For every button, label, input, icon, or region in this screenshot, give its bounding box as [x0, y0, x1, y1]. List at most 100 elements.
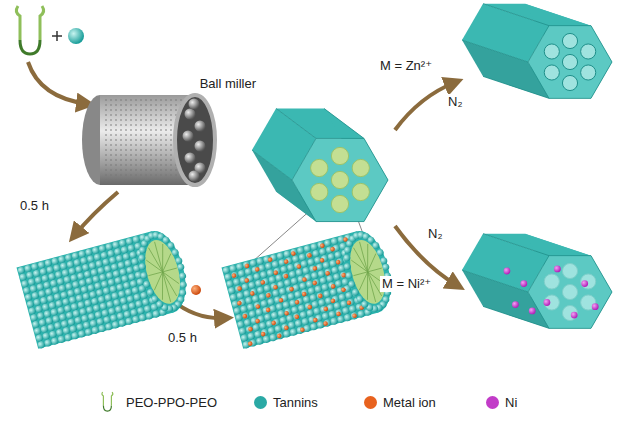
mill-perforation [120, 124, 122, 126]
tannin-ball [129, 279, 138, 288]
mill-perforation [135, 164, 137, 166]
mill-perforation [155, 149, 157, 151]
tannin-ball [333, 301, 342, 310]
core-strand [368, 272, 376, 302]
mill-perforation [170, 144, 172, 146]
metal-ion [312, 280, 318, 286]
tannin-ball [37, 261, 46, 270]
tannin-ball [32, 269, 41, 278]
tannin-ball [99, 302, 108, 311]
tannin-ball [129, 251, 138, 260]
tannin-ball [75, 265, 84, 274]
tannin-ball [135, 300, 144, 309]
tannin-ball [124, 259, 133, 268]
tannin-ball [30, 313, 39, 322]
core-strand [353, 272, 367, 276]
tannin-ball [87, 312, 96, 321]
mill-perforation [120, 114, 122, 116]
mill-perforation [125, 124, 127, 126]
mill-perforation [155, 169, 157, 171]
tannin-ball [52, 315, 61, 324]
core-strand [364, 254, 380, 272]
core-strand [351, 257, 367, 275]
tannin-ball [118, 239, 127, 248]
mill-perforation [105, 139, 107, 141]
mill-perforation [150, 149, 152, 151]
prism-edge [252, 150, 292, 180]
mill-perforation [125, 134, 127, 136]
core-strand [148, 272, 162, 276]
tannin-ball [253, 272, 262, 281]
tannin-ball [274, 325, 283, 334]
mill-perforation [150, 179, 152, 181]
mill-perforation [110, 174, 112, 176]
tannin-ball [84, 299, 93, 308]
tannin-ball [302, 266, 311, 275]
tannin-ball [323, 239, 332, 248]
mill-perforation [140, 159, 142, 161]
pore [562, 284, 577, 299]
mill-perforation [105, 159, 107, 161]
milling-ball [185, 153, 196, 164]
core-strand [156, 244, 170, 272]
mill-perforation [135, 139, 137, 141]
mill-perforation [155, 139, 157, 141]
mill-perforation [125, 174, 127, 176]
mill-perforation [140, 114, 142, 116]
mill-perforation [160, 164, 162, 166]
tannin-ball [53, 293, 62, 302]
tannin-ball [307, 258, 316, 267]
metal-ion [284, 325, 290, 331]
tannin-ball [82, 321, 91, 330]
mill-perforation [160, 174, 162, 176]
mill-perforation [165, 174, 167, 176]
tannin-ball [109, 285, 118, 294]
pore [581, 44, 596, 59]
mill-perforation [105, 149, 107, 151]
tannin-ball [248, 310, 257, 319]
metal-ion [255, 304, 261, 310]
core-strand [354, 246, 368, 274]
tannin-ball [40, 296, 49, 305]
tannin-ball [89, 319, 98, 328]
tannin-ball [336, 257, 345, 266]
mill-perforation [175, 174, 177, 176]
mill-perforation [150, 174, 152, 176]
mill-perforation [120, 134, 122, 136]
tannin-ball [17, 266, 26, 275]
tannin-ball [50, 337, 59, 346]
mill-perforation [115, 119, 117, 121]
tannin-ball [290, 248, 299, 257]
tannin-ball [293, 261, 302, 270]
mill-perforation [125, 114, 127, 116]
mill-perforation [170, 119, 172, 121]
tannin-ball [241, 283, 250, 292]
metal-ion [294, 299, 300, 305]
tannin-ball [70, 302, 79, 311]
mill-perforation [135, 159, 137, 161]
mill-perforation [120, 104, 122, 106]
mill-perforation [150, 104, 152, 106]
condition-label: N₂ [426, 226, 444, 242]
tannin-ball [67, 318, 76, 327]
mill-perforation [150, 154, 152, 156]
tannin-ball [298, 253, 307, 262]
metal-ion [336, 311, 342, 317]
tannin-ball [309, 265, 318, 274]
peo-block [40, 6, 44, 40]
tannin-ball [327, 252, 336, 261]
pore [544, 274, 559, 289]
tannin-ball [72, 309, 81, 318]
ni-particle [571, 312, 578, 319]
tannin-ball [59, 313, 68, 322]
mill-perforation [160, 114, 162, 116]
tannin-ball [337, 315, 346, 324]
tannin-ball [251, 265, 260, 274]
legend-swatch [364, 396, 377, 409]
metal-ion [300, 327, 306, 333]
tannin-ball [119, 268, 128, 277]
tannin-ball [310, 242, 319, 251]
mill-perforation [110, 134, 112, 136]
ni-particle [544, 299, 551, 306]
